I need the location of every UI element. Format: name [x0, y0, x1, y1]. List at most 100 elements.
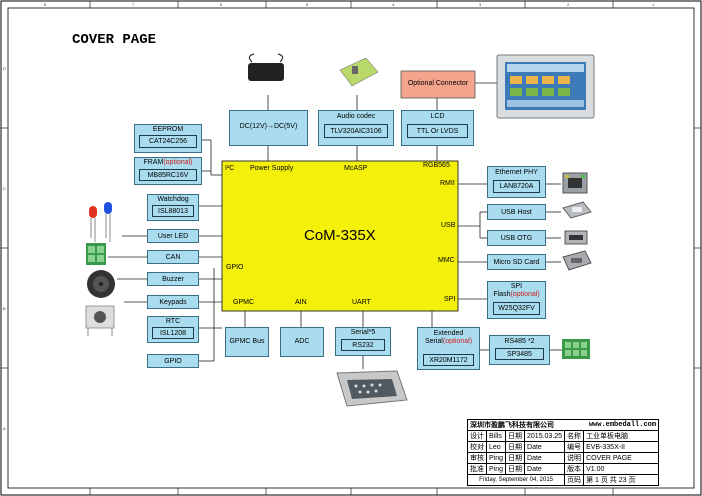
core-label-rgb565: RGB565: [423, 162, 450, 169]
border-marker: A: [3, 426, 6, 431]
photo-rs485-terminal: [562, 339, 590, 359]
serial-chip: RS232: [341, 339, 385, 351]
border-marker: 2: [567, 2, 570, 7]
fram-optional-tag: (optional): [163, 159, 193, 166]
photo-can-terminal: [86, 243, 106, 265]
lcd-block: LCD TTL Or LVDS: [401, 110, 474, 146]
spi-flash-optional-tag: (optional): [510, 291, 540, 298]
person: Ping: [485, 452, 507, 464]
usb-otg-label: USB OTG: [500, 235, 533, 242]
page-title: COVER PAGE: [72, 32, 157, 48]
eeprom-title: EEPROM: [152, 126, 184, 133]
ethernet-title: Ethernet PHY: [495, 169, 538, 176]
date-label: 日期: [505, 463, 526, 475]
date-label: 日期: [505, 452, 526, 464]
spi-flash-title-wrap: Flash(optional): [488, 291, 545, 298]
role-label: 设计: [467, 430, 487, 442]
optional-connector-label: Optional Connector: [407, 80, 469, 87]
power-block-label: DC(12V)→DC(5V): [239, 123, 298, 130]
serial-title: Serial*5: [350, 329, 376, 336]
photo-power-adapter: [248, 53, 284, 81]
page-label: 页码: [564, 474, 585, 486]
role-label: 校对: [467, 441, 487, 453]
title-block-row: 审核 Ping 日期 Date 说明 COVER PAGE: [467, 452, 660, 464]
optional-connector-box: [400, 70, 476, 99]
border-marker: 8: [44, 2, 47, 7]
usb-otg-block: USB OTG: [487, 230, 546, 246]
date-label: 日期: [505, 430, 526, 442]
fram-title: FRAM: [143, 159, 164, 166]
rs485-chip: SP3485: [495, 348, 544, 360]
photo-sd-socket: [562, 250, 592, 271]
can-label: CAN: [165, 254, 181, 261]
micro-sd-block: Micro SD Card: [487, 254, 546, 270]
eeprom-block: EEPROM CAT24C256: [134, 124, 202, 153]
fram-block: FRAM(optional) MB85RC16V: [134, 157, 202, 185]
date-value: Date: [524, 441, 566, 453]
person: Bills: [485, 430, 507, 442]
field-value: V1.00: [583, 463, 660, 475]
keypads-label: Keypads: [159, 299, 187, 306]
serial-block: Serial*5 RS232: [335, 327, 391, 356]
field-label: 编号: [564, 441, 585, 453]
company-name: 深圳市盈鹏飞科技有限公司: [466, 419, 565, 431]
photo-db9: [336, 370, 408, 407]
rs485-title: RS485 *2: [504, 338, 535, 345]
rs485-block: RS485 *2 SP3485: [489, 335, 550, 365]
border-marker: 5: [306, 2, 309, 7]
ext-serial-block: Extended Serial(optional) XR20M1172: [417, 327, 480, 370]
date-value: Date: [524, 463, 566, 475]
watchdog-title: Watchdog: [157, 196, 189, 203]
ethernet-block: Ethernet PHY LAN8720A: [487, 166, 546, 198]
keypads-block: Keypads: [147, 295, 199, 309]
gpio-label: GPIO: [164, 358, 182, 365]
core-label-gpmc: GPMC: [233, 299, 254, 306]
person: Leo: [485, 441, 507, 453]
lcd-title: LCD: [430, 113, 445, 120]
buzzer-label: Buzzer: [162, 276, 184, 283]
border-marker: 4: [392, 2, 395, 7]
photo-buzzer: [87, 270, 115, 298]
audio-codec-chip: TLV320AIC3106: [324, 124, 388, 138]
photo-lcd-panel: [496, 54, 595, 119]
date-label: 日期: [505, 441, 526, 453]
border-marker: 1: [652, 2, 655, 7]
ext-serial-optional-tag: (optional): [442, 338, 473, 345]
spi-flash-title2: Flash: [493, 291, 511, 298]
role-label: 审核: [467, 452, 487, 464]
photo-usb-otg: [564, 230, 588, 245]
power-block: DC(12V)→DC(5V): [229, 110, 308, 146]
rtc-block: RTC ISL1208: [147, 316, 199, 343]
core-label-mcasp: McASP: [344, 165, 368, 172]
person: Ping: [485, 463, 507, 475]
eeprom-chip: CAT24C256: [139, 135, 197, 148]
core-label-ain: AIN: [295, 299, 307, 306]
field-label: 版本: [564, 463, 585, 475]
title-block-row: 设计 Bills 日期 2015.03.25 名称 工业单板电脑: [467, 430, 660, 442]
field-label: 名称: [564, 430, 585, 442]
photo-rj45: [562, 172, 588, 194]
core-label-uart: UART: [352, 299, 371, 306]
date-value: 2015.03.25: [524, 430, 566, 442]
company-website: www.embedall.com: [564, 419, 660, 431]
fram-title-wrap: FRAM(optional): [135, 159, 201, 166]
title-block: 深圳市盈鹏飞科技有限公司 www.embedall.com 设计 Bills 日…: [466, 419, 660, 486]
watchdog-block: Watchdog ISL88013: [147, 194, 199, 221]
adc-label: ADC: [294, 338, 310, 345]
core-title: CoM-335X: [304, 227, 376, 244]
border-marker: 6: [220, 2, 223, 7]
usb-host-label: USB Host: [501, 209, 532, 216]
photo-keypad-switch: [85, 305, 115, 336]
field-value: 工业单板电脑: [583, 430, 660, 442]
usb-host-block: USB Host: [487, 204, 546, 220]
border-marker: D: [3, 66, 6, 71]
ext-serial-title1: Extended: [433, 330, 464, 337]
border-marker: B: [3, 306, 6, 311]
core-label-spi: SPI: [444, 296, 456, 303]
core-module: [221, 160, 459, 312]
spi-flash-block: SPI Flash(optional) W25Q32FV: [487, 281, 546, 319]
gpmc-bus-block: GPMC Bus: [225, 327, 269, 357]
ext-serial-title2: Serial: [424, 338, 443, 345]
core-label-rmii: RMII: [440, 180, 455, 187]
